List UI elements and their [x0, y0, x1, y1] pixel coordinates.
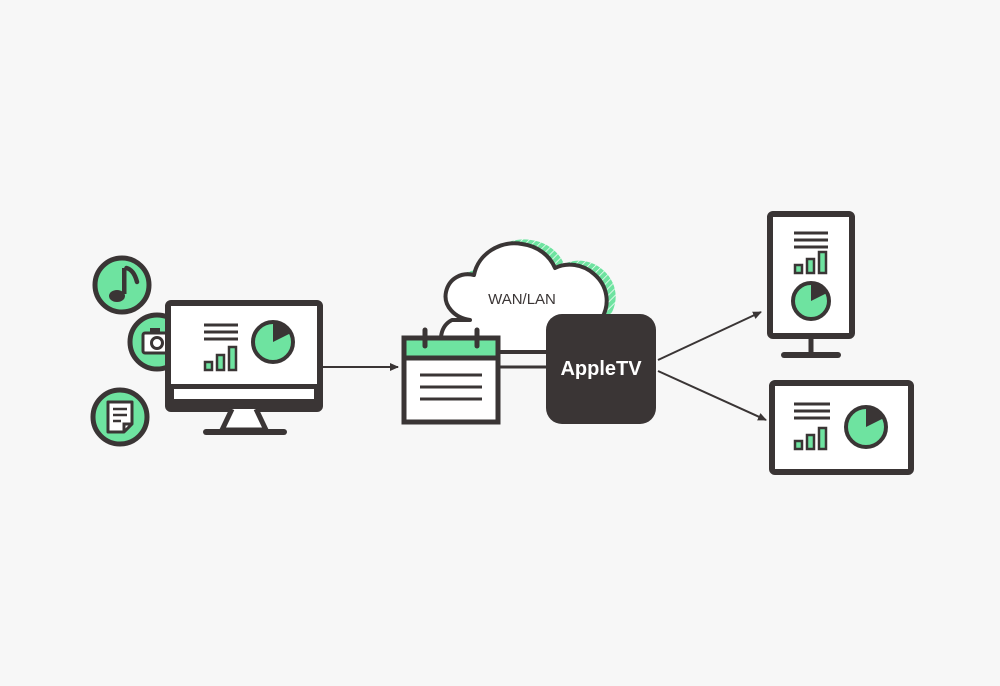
portrait-signage-display-icon	[767, 211, 855, 358]
landscape-display-icon	[769, 380, 914, 475]
receiver-label: AppleTV	[560, 358, 642, 380]
arrow-receiver-to-landscape-display	[657, 370, 767, 421]
network-label: WAN/LAN	[488, 291, 556, 308]
document-icon	[90, 387, 150, 447]
music-note-icon	[92, 255, 152, 315]
apple-tv-box: AppleTV	[546, 314, 656, 424]
arrow-receiver-to-portrait-display	[657, 311, 762, 361]
desktop-monitor-icon	[165, 300, 323, 435]
calendar-icon	[401, 327, 501, 425]
